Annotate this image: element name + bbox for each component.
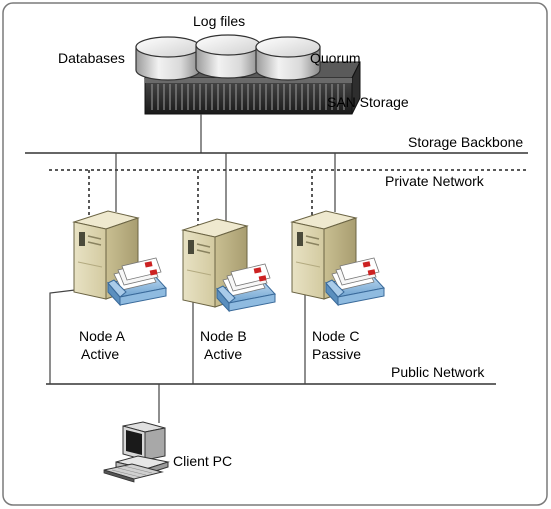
node-b-name: Node B xyxy=(200,328,247,344)
node-c-message-tray-icon xyxy=(325,257,385,307)
node-a-server-icon xyxy=(72,210,140,300)
node-c-name: Node C xyxy=(312,328,359,344)
database-disk-icon xyxy=(135,36,201,81)
node-a-message-tray-icon xyxy=(107,257,167,307)
public-network-label: Public Network xyxy=(391,364,485,380)
databases-label: Databases xyxy=(58,50,125,66)
private-network-label: Private Network xyxy=(385,173,485,189)
quorum-disk-icon xyxy=(255,36,321,81)
backbone-node-links xyxy=(115,153,336,225)
san-storage-label: SAN Storage xyxy=(327,94,409,110)
log-files-disk-icon xyxy=(195,34,261,79)
quorum-label: Quorum xyxy=(310,50,361,66)
node-a-name: Node A xyxy=(79,328,126,344)
log-files-label: Log files xyxy=(193,13,245,29)
node-a-state: Active xyxy=(81,346,119,362)
client-pc-icon xyxy=(103,421,170,483)
client-pc-label: Client PC xyxy=(173,453,232,469)
node-b-state: Active xyxy=(204,346,242,362)
node-b-message-tray-icon xyxy=(216,263,276,313)
node-c-state: Passive xyxy=(312,346,361,362)
public-node-links xyxy=(49,289,306,423)
storage-backbone-label: Storage Backbone xyxy=(408,134,523,150)
